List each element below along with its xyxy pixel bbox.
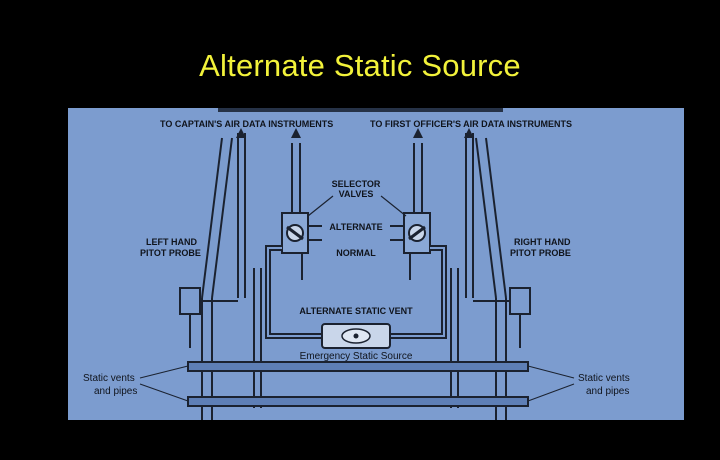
label-right-probe-1: RIGHT HAND <box>514 237 571 247</box>
static-vent-pointers <box>139 365 575 402</box>
right-selector-valve <box>390 212 431 254</box>
label-left-probe-1: LEFT HAND <box>146 237 197 247</box>
instrument-pipes <box>237 133 474 298</box>
static-system-diagram: TO CAPTAIN'S AIR DATA INSTRUMENTS TO FIR… <box>68 108 684 420</box>
label-left-probe-2: PITOT PROBE <box>140 248 201 258</box>
left-pitot-probe <box>179 287 238 348</box>
label-first-officer-instruments: TO FIRST OFFICER'S AIR DATA INSTRUMENTS <box>370 119 572 129</box>
label-right-probe-2: PITOT PROBE <box>510 248 571 258</box>
label-selector-valves-2: VALVES <box>339 189 374 199</box>
normal-static-lines <box>253 253 459 408</box>
alternate-static-vent <box>321 323 391 349</box>
label-static-vents-left-2: and pipes <box>94 386 137 397</box>
label-selector-valves-1: SELECTOR <box>332 179 381 189</box>
instrument-arrows <box>236 128 474 138</box>
alternate-static-line <box>265 245 447 339</box>
right-pitot-probe <box>473 287 531 348</box>
label-alternate-static-vent: ALTERNATE STATIC VENT <box>299 306 413 316</box>
label-captain-instruments: TO CAPTAIN'S AIR DATA INSTRUMENTS <box>160 119 333 129</box>
diagram-canvas: TO CAPTAIN'S AIR DATA INSTRUMENTS TO FIR… <box>83 108 630 420</box>
label-normal: NORMAL <box>336 248 376 258</box>
label-static-vents-right-2: and pipes <box>586 386 629 397</box>
right-fuselage-skin <box>475 137 507 420</box>
label-static-vents-left-1: Static vents <box>83 373 135 384</box>
slide-title: Alternate Static Source <box>199 48 521 83</box>
selector-pointers <box>307 195 407 217</box>
left-fuselage-skin <box>201 137 233 420</box>
static-vent-pipes <box>187 361 529 407</box>
label-emergency-static-source: Emergency Static Source <box>300 351 413 362</box>
label-static-vents-right-1: Static vents <box>578 373 630 384</box>
label-alternate: ALTERNATE <box>329 222 382 232</box>
diagram-top-tab <box>218 108 503 112</box>
alternate-static-line-core <box>267 247 445 337</box>
left-selector-valve <box>281 212 322 254</box>
